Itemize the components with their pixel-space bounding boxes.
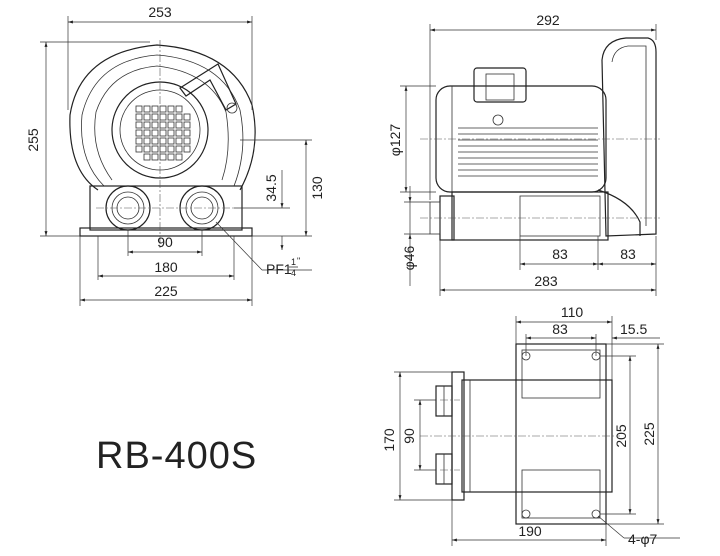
cooling-fins <box>458 127 598 177</box>
port-thread-label: PF1 <box>266 261 292 277</box>
dim-port-spacing: 90 <box>157 234 173 250</box>
port-block <box>451 191 609 241</box>
dim-total-height: 225 <box>641 422 657 446</box>
dim-hole-pitch: 83 <box>552 321 568 337</box>
dim-front-height: 255 <box>25 128 41 152</box>
blower-housing <box>601 37 657 237</box>
dim-inlet-height: 130 <box>309 176 325 200</box>
dim-foot-span-left: 83 <box>552 246 568 262</box>
dim-motor-dia: φ127 <box>387 124 403 157</box>
dim-base-length: 283 <box>534 273 558 289</box>
dim-mount-span: 205 <box>613 424 629 448</box>
dim-top-width: 110 <box>561 304 584 320</box>
front-view: 253 255 130 34.5 90 180 225 PF <box>25 4 325 306</box>
bottom-view: 110 83 15.5 170 90 205 225 190 <box>381 304 680 547</box>
mount-frame <box>515 343 607 525</box>
dim-edge-offset: 15.5 <box>620 321 647 337</box>
dim-port-dia: φ46 <box>401 245 417 270</box>
dim-side-length: 292 <box>536 12 560 28</box>
lifting-handle <box>179 63 237 111</box>
dim-base-outer: 225 <box>154 283 178 299</box>
dim-inner-height: 90 <box>401 428 417 444</box>
side-view: 292 φ127 φ46 83 83 283 <box>387 12 660 296</box>
dim-inlet-offset: 34.5 <box>263 174 279 201</box>
dim-base-inner: 180 <box>154 259 178 275</box>
terminal-box <box>473 67 527 103</box>
holes-label: 4-φ7 <box>628 531 658 547</box>
svg-text:1: 1 <box>291 257 296 267</box>
svg-text:": " <box>297 256 300 266</box>
dim-foot-span-right: 83 <box>620 246 636 262</box>
dim-base-width: 190 <box>518 523 542 539</box>
dim-front-width: 253 <box>148 4 172 20</box>
fan-grille <box>135 105 191 161</box>
housing-outline <box>69 44 256 191</box>
model-name: RB-400S <box>96 435 257 477</box>
base-plate <box>79 227 253 237</box>
dim-outer-height: 170 <box>381 428 397 452</box>
svg-text:4: 4 <box>291 268 296 278</box>
